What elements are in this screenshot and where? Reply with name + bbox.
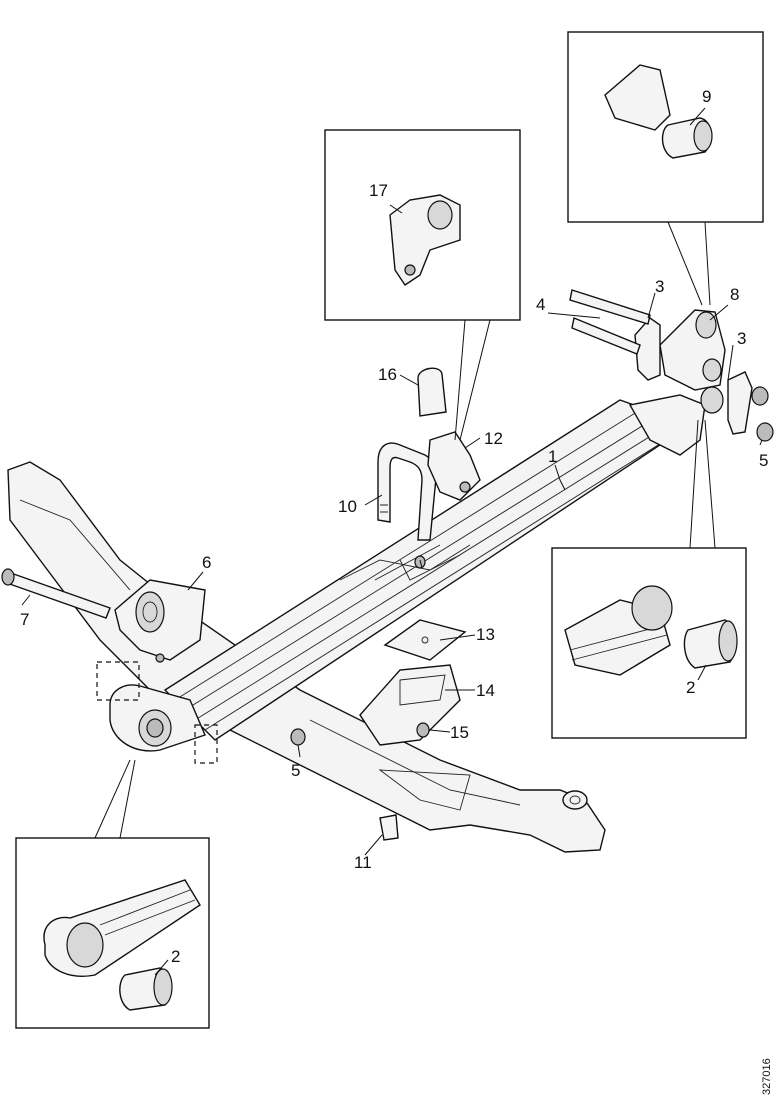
nut-right-upper xyxy=(751,386,769,406)
callout-leaders xyxy=(21,107,763,976)
front-eye-outline-2 xyxy=(194,724,218,764)
leader-box-top-center xyxy=(454,319,491,441)
callout-2-bottom: 2 xyxy=(171,947,180,966)
bump-stop-clip xyxy=(379,814,399,841)
front-spring-eye xyxy=(109,684,206,752)
callout-5-right: 5 xyxy=(759,451,768,470)
callout-8: 8 xyxy=(730,285,739,304)
callout-4: 4 xyxy=(536,295,545,314)
callout-11: 11 xyxy=(354,853,372,872)
detail-box-right xyxy=(551,547,747,739)
callout-10: 10 xyxy=(338,497,357,516)
callout-7: 7 xyxy=(20,610,29,629)
detail-box-top-center xyxy=(324,129,521,321)
spring-clamp xyxy=(427,431,481,501)
shackle-plate-right xyxy=(727,371,753,435)
detail-box-top-right xyxy=(567,31,764,223)
callout-5-mid: 5 xyxy=(291,761,300,780)
shackle-bolt-lower xyxy=(571,317,641,355)
callout-12: 12 xyxy=(484,429,503,448)
front-bolt xyxy=(1,568,111,619)
spring-seat xyxy=(359,664,461,746)
callout-15: 15 xyxy=(450,723,469,742)
bump-stop xyxy=(417,367,447,417)
nut-right-lower xyxy=(756,422,774,442)
leader-box-top-right xyxy=(667,221,711,306)
small-nut xyxy=(416,722,430,738)
drawing-reference-number: 327016 xyxy=(761,1058,773,1095)
u-bolt xyxy=(377,442,437,541)
front-hanger-bracket xyxy=(114,579,206,663)
nut-mid xyxy=(290,728,306,746)
callout-9: 9 xyxy=(702,87,711,106)
callout-17: 17 xyxy=(369,181,388,200)
callout-1: 1 xyxy=(548,447,557,466)
rear-hanger-bracket xyxy=(659,309,726,391)
callout-16: 16 xyxy=(378,365,397,384)
callout-3-top: 3 xyxy=(655,277,664,296)
callout-14: 14 xyxy=(476,681,495,700)
callout-3-right: 3 xyxy=(737,329,746,348)
shackle-bolt-upper xyxy=(569,289,651,325)
front-eye-outline xyxy=(96,661,140,701)
callout-6: 6 xyxy=(202,553,211,572)
spacer-plate xyxy=(383,619,467,661)
detail-box-bottom-left xyxy=(15,837,210,1029)
callout-13: 13 xyxy=(476,625,495,644)
callout-2-right: 2 xyxy=(686,678,695,697)
rear-spring-eye xyxy=(628,386,724,456)
leader-box-right xyxy=(689,419,716,549)
leader-box-bottom-left xyxy=(94,759,136,839)
